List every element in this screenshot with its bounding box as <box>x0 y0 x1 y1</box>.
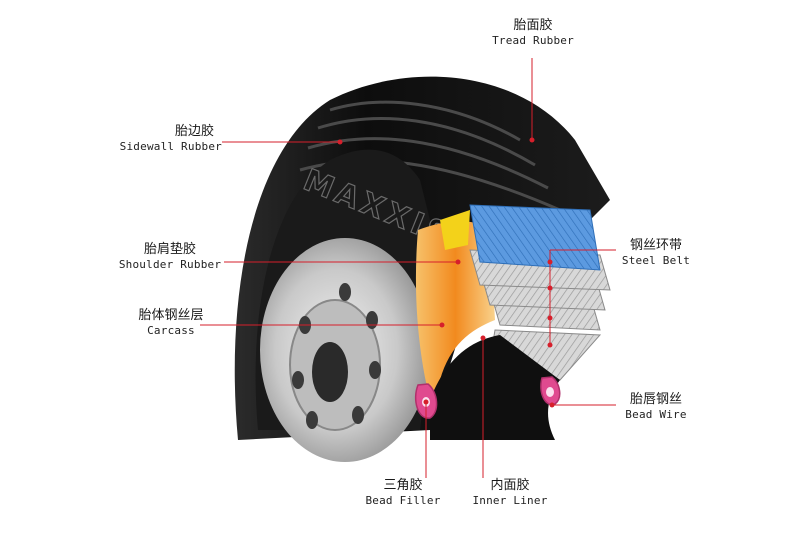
steel-belt-1-blue <box>469 204 601 271</box>
label-wire-en: Bead Wire <box>625 408 687 422</box>
label-shoulder-en: Shoulder Rubber <box>118 258 222 272</box>
label-shoulder-zh: 胎肩垫胶 <box>143 242 196 257</box>
label-filler-en: Bead Filler <box>365 494 441 508</box>
label-liner-zh: 内面胶 <box>490 478 530 493</box>
label-shoulder-rubber: 胎肩垫胶 Shoulder Rubber <box>110 242 230 272</box>
label-carcass-zh: 胎体钢丝层 <box>138 308 204 323</box>
lug-holes <box>292 283 381 429</box>
label-sidewall-en: Sidewall Rubber <box>119 140 222 154</box>
leader-lines <box>200 58 616 478</box>
label-tread-rubber: 胎面胶 Tread Rubber <box>488 18 578 48</box>
label-tread-en: Tread Rubber <box>492 34 574 48</box>
label-steel-belt: 钢丝环带 Steel Belt <box>616 238 696 268</box>
label-filler-zh: 三角胶 <box>383 478 423 493</box>
label-carcass: 胎体钢丝层 Carcass <box>116 308 226 338</box>
inner-liner <box>430 335 560 440</box>
label-wire-zh: 胎唇钢丝 <box>629 392 682 407</box>
label-carcass-en: Carcass <box>147 324 195 338</box>
leader-dots <box>337 137 555 408</box>
label-sidewall-zh: 胎边胶 <box>174 124 214 139</box>
label-bead-filler: 三角胶 Bead Filler <box>358 478 448 508</box>
bead-wire-right <box>546 387 554 397</box>
label-liner-en: Inner Liner <box>472 494 548 508</box>
shoulder-pad-left <box>440 210 470 250</box>
label-sidewall-rubber: 胎边胶 Sidewall Rubber <box>118 124 222 154</box>
label-bead-wire: 胎唇钢丝 Bead Wire <box>616 392 696 422</box>
label-inner-liner: 内面胶 Inner Liner <box>465 478 555 508</box>
label-tread-zh: 胎面胶 <box>513 18 553 33</box>
label-steel-en: Steel Belt <box>621 254 691 268</box>
label-steel-zh: 钢丝环带 <box>629 238 682 253</box>
rim-center <box>312 342 348 402</box>
